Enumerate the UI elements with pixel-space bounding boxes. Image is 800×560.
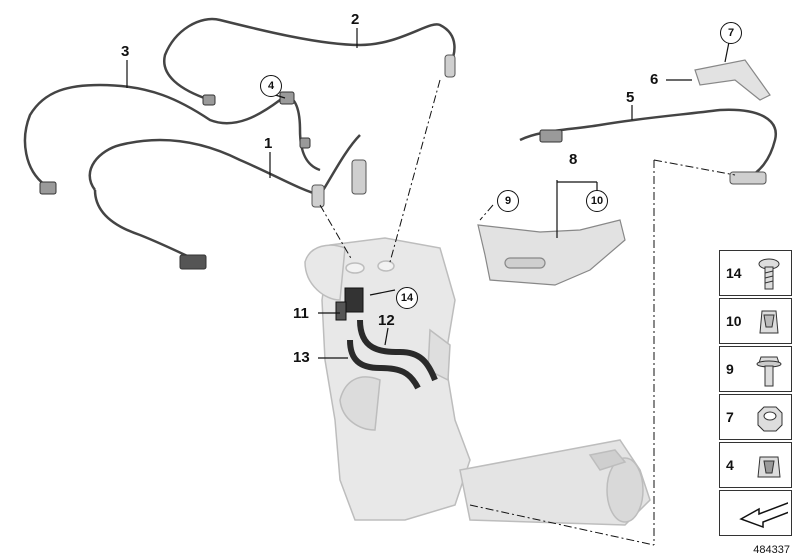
legend-number: 7 [726, 409, 734, 425]
connectors [39, 91, 563, 270]
hardware-legend: 14 10 9 7 4 [719, 250, 792, 538]
sensor-wire-5 [519, 108, 777, 182]
callout-11: 11 [293, 305, 309, 322]
legend-number: 4 [726, 457, 734, 473]
callout-5: 5 [626, 89, 635, 106]
legend-item-hex-nut: 7 [719, 394, 792, 440]
callout-6: 6 [650, 71, 659, 88]
sensor-bracket [694, 59, 771, 101]
callout-4: 4 [260, 75, 282, 97]
arrow-icon [739, 502, 788, 529]
callout-8: 8 [569, 151, 578, 168]
callout-12: 12 [378, 312, 395, 329]
sensors [311, 54, 767, 208]
sensor-wire-1 [88, 134, 361, 197]
particulate-filter-housing [304, 237, 471, 521]
callout-14: 14 [396, 287, 418, 309]
mounting-bracket [477, 219, 626, 286]
clip-nut-icon [759, 310, 779, 334]
legend-item-screw: 14 [719, 250, 792, 296]
flange-bolt-icon [756, 356, 782, 387]
callout-3: 3 [121, 43, 130, 60]
callout-1: 1 [264, 135, 273, 152]
outlet-pipe [459, 439, 651, 526]
legend-number: 10 [726, 313, 742, 329]
callout-7: 7 [720, 22, 742, 44]
callout-9: 9 [497, 190, 519, 212]
spring-clip-icon [757, 456, 781, 478]
screw-icon [758, 258, 780, 290]
assembly-lines [319, 79, 736, 546]
legend-number: 14 [726, 265, 742, 281]
legend-number: 9 [726, 361, 734, 377]
callout-10: 10 [586, 190, 608, 212]
legend-item-spring-clip: 4 [719, 442, 792, 488]
legend-item-clip-nut: 10 [719, 298, 792, 344]
legend-item-arrow [719, 490, 792, 536]
callout-2: 2 [351, 11, 360, 28]
sensor-wire-2 [162, 17, 456, 102]
document-number: 484337 [753, 544, 790, 556]
hex-nut-icon [757, 406, 783, 432]
legend-item-flange-bolt: 9 [719, 346, 792, 392]
sensor-wire-1b [93, 189, 201, 264]
callout-13: 13 [293, 349, 310, 366]
pressure-sensor-assembly [335, 287, 438, 390]
sensor-wire-3 [23, 83, 321, 186]
